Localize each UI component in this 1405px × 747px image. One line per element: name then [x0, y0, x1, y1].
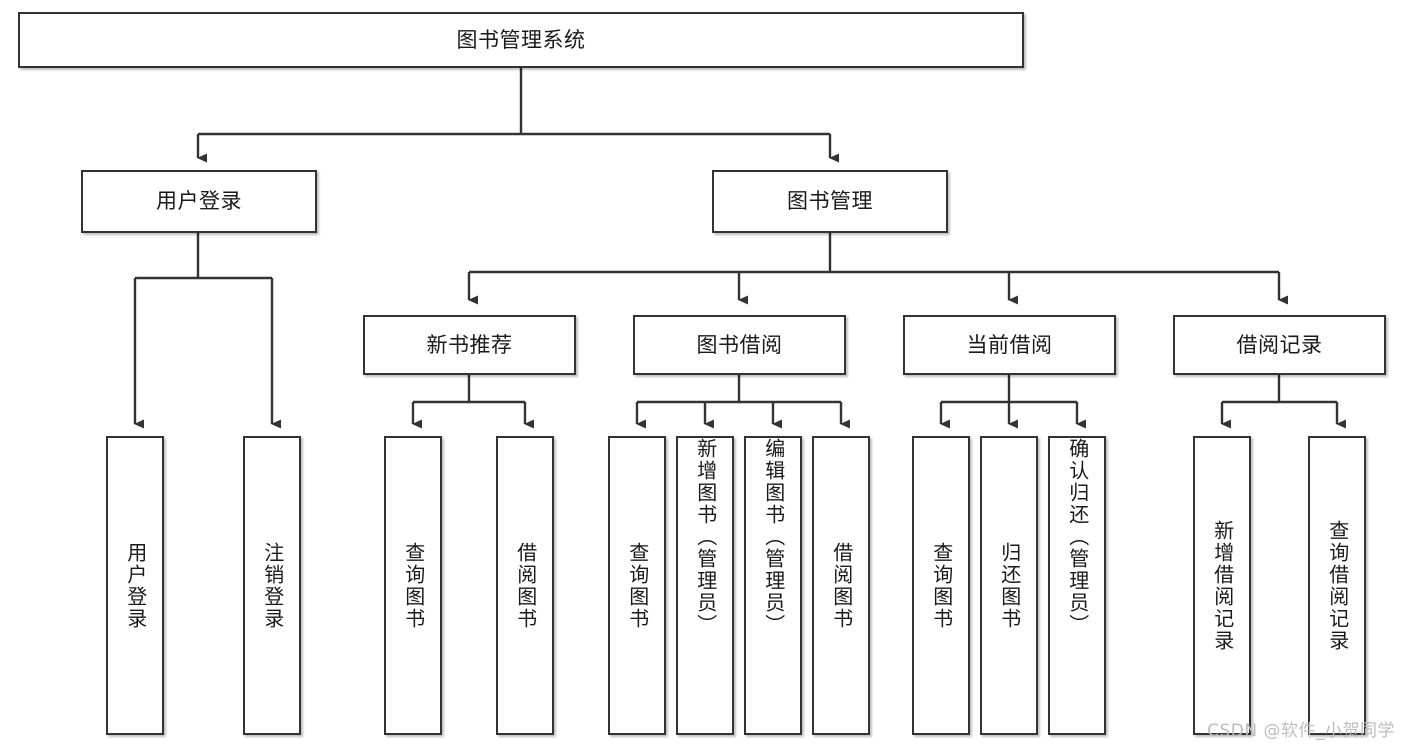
node-new-book-recommend-label: 新书推荐: [426, 332, 513, 357]
leaf-label: 注销登录: [260, 541, 285, 630]
leaf-book-borrow-edit[interactable]: 编辑图书（管理员）: [744, 436, 802, 735]
node-book-management-label: 图书管理: [787, 189, 873, 214]
leaf-current-borrow-confirm[interactable]: 确认归还（管理员）: [1048, 436, 1106, 735]
leaf-label: 查询借阅记录: [1325, 519, 1350, 652]
node-user-login-label: 用户登录: [156, 189, 242, 214]
node-borrow-record[interactable]: 借阅记录: [1173, 315, 1386, 375]
leaf-label: 查询图书: [401, 541, 426, 630]
node-current-borrow-label: 当前借阅: [966, 332, 1053, 357]
leaf-current-borrow-query[interactable]: 查询图书: [912, 436, 970, 735]
leaf-label: 新增借阅记录: [1210, 519, 1235, 652]
leaf-label: 确认归还（管理员）: [1065, 438, 1090, 636]
leaf-label: 查询图书: [625, 541, 650, 630]
node-user-login[interactable]: 用户登录: [81, 170, 317, 233]
node-borrow-record-label: 借阅记录: [1236, 332, 1323, 357]
leaf-user-login-logout[interactable]: 注销登录: [243, 436, 301, 735]
leaf-current-borrow-return[interactable]: 归还图书: [980, 436, 1038, 735]
leaf-label: 用户登录: [123, 541, 148, 630]
node-book-management[interactable]: 图书管理: [712, 170, 948, 233]
leaf-label: 归还图书: [997, 541, 1022, 630]
leaf-new-book-borrow[interactable]: 借阅图书: [496, 436, 554, 735]
leaf-label: 查询图书: [929, 541, 954, 630]
node-new-book-recommend[interactable]: 新书推荐: [363, 315, 576, 375]
leaf-label: 借阅图书: [513, 541, 538, 630]
node-book-borrow-label: 图书借阅: [696, 332, 783, 357]
leaf-book-borrow-borrow[interactable]: 借阅图书: [812, 436, 870, 735]
node-root-label: 图书管理系统: [456, 27, 586, 52]
leaf-label: 借阅图书: [829, 541, 854, 630]
watermark-text: CSDN @软件_小贺同学: [1207, 721, 1395, 741]
node-root[interactable]: 图书管理系统: [18, 12, 1024, 68]
leaf-label: 新增图书（管理员）: [693, 438, 718, 636]
leaf-book-borrow-query[interactable]: 查询图书: [608, 436, 666, 735]
leaf-user-login-login[interactable]: 用户登录: [106, 436, 164, 735]
leaf-borrow-record-query[interactable]: 查询借阅记录: [1308, 436, 1366, 735]
leaf-book-borrow-add[interactable]: 新增图书（管理员）: [676, 436, 734, 735]
leaf-borrow-record-add[interactable]: 新增借阅记录: [1193, 436, 1251, 735]
leaf-new-book-query[interactable]: 查询图书: [384, 436, 442, 735]
node-current-borrow[interactable]: 当前借阅: [903, 315, 1116, 375]
leaf-label: 编辑图书（管理员）: [761, 438, 786, 636]
node-book-borrow[interactable]: 图书借阅: [633, 315, 846, 375]
